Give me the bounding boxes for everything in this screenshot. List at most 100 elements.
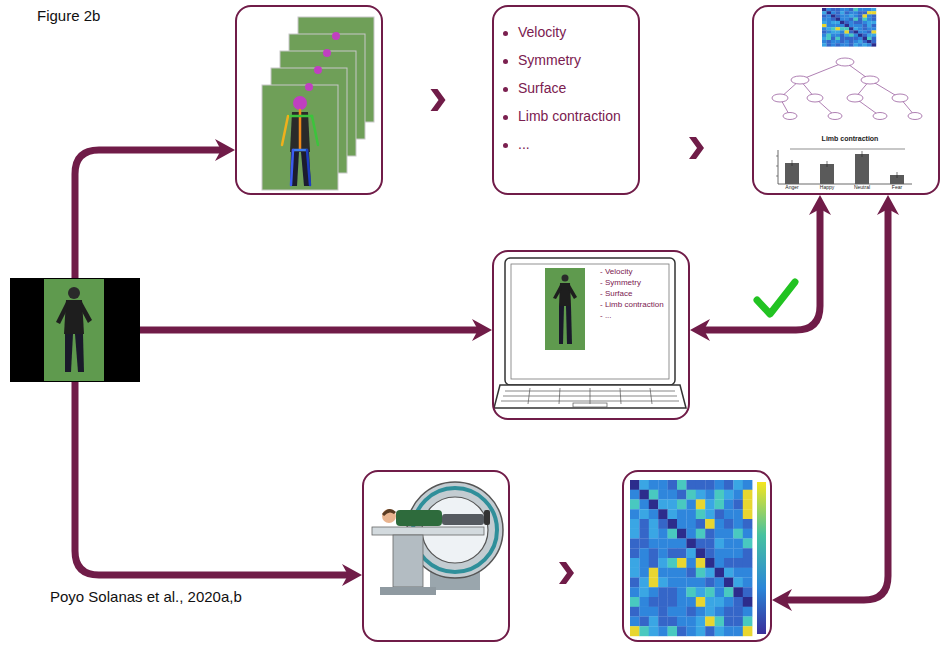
matrix-cell <box>686 558 696 568</box>
figure-label: Figure 2b <box>37 8 100 25</box>
matrix-cell <box>630 519 640 529</box>
matrix-cell <box>840 14 845 17</box>
matrix-cell <box>822 14 827 17</box>
matrix-cell <box>724 519 734 529</box>
matrix-cell <box>649 548 659 558</box>
matrix-cell <box>854 11 859 14</box>
matrix-cell <box>658 539 668 549</box>
matrix-cell <box>686 617 696 627</box>
matrix-cell <box>863 18 868 21</box>
matrix-cell <box>677 578 687 588</box>
node-text: - Velocity <box>600 268 632 277</box>
matrix-cell <box>630 480 640 490</box>
matrix-cell <box>840 8 845 11</box>
matrix-cell <box>696 529 706 539</box>
matrix-cell <box>858 21 863 24</box>
matrix-cell <box>836 43 841 46</box>
matrix-cell <box>668 548 678 558</box>
matrix-cell <box>630 568 640 578</box>
matrix-cell <box>827 40 832 43</box>
matrix-cell <box>845 34 850 37</box>
matrix-cell <box>715 607 725 617</box>
matrix-cell <box>658 558 668 568</box>
connector <box>559 562 574 584</box>
matrix-cell <box>863 40 868 43</box>
matrix-cell <box>836 14 841 17</box>
matrix-cell <box>630 500 640 510</box>
matrix-cell <box>849 43 854 46</box>
matrix-cell <box>686 529 696 539</box>
matrix-cell <box>724 568 734 578</box>
matrix-cell <box>658 617 668 627</box>
matrix-cell <box>696 607 706 617</box>
matrix-cell <box>743 548 753 558</box>
matrix-cell <box>658 509 668 519</box>
matrix-cell <box>630 529 640 539</box>
matrix-cell <box>867 43 872 46</box>
matrix-cell <box>715 578 725 588</box>
matrix-cell <box>836 18 841 21</box>
arrow-head <box>877 195 899 215</box>
matrix-cell <box>677 597 687 607</box>
matrix-cell <box>668 519 678 529</box>
matrix-cell <box>715 597 725 607</box>
arrow-head <box>215 139 235 161</box>
matrix-cell <box>677 558 687 568</box>
matrix-cell <box>696 558 706 568</box>
matrix-cell <box>724 539 734 549</box>
matrix-cell <box>845 30 850 33</box>
matrix-cell <box>872 11 877 14</box>
matrix-cell <box>858 43 863 46</box>
matrix-cell <box>649 597 659 607</box>
matrix-cell <box>658 548 668 558</box>
matrix-cell <box>686 539 696 549</box>
matrix-cell <box>668 490 678 500</box>
matrix-cell <box>733 597 743 607</box>
matrix-cell <box>849 11 854 14</box>
matrix-cell <box>686 597 696 607</box>
matrix-cell <box>822 37 827 40</box>
matrix-cell <box>696 587 706 597</box>
matrix-cell <box>831 21 836 24</box>
matrix-cell <box>831 40 836 43</box>
matrix-cell <box>827 18 832 21</box>
arrow-head <box>342 564 362 586</box>
matrix-box <box>622 470 772 642</box>
matrix-cell <box>705 597 715 607</box>
matrix-cell <box>715 548 725 558</box>
matrix-cell <box>840 24 845 27</box>
matrix-cell <box>840 18 845 21</box>
matrix-cell <box>715 519 725 529</box>
matrix-cell <box>696 509 706 519</box>
matrix-cell <box>863 30 868 33</box>
matrix-cell <box>863 34 868 37</box>
matrix-cell <box>686 480 696 490</box>
connector <box>431 89 446 111</box>
matrix-cell <box>668 500 678 510</box>
matrix-cell <box>840 40 845 43</box>
matrix-cell <box>743 480 753 490</box>
matrix-cell <box>639 480 649 490</box>
bullet-dot <box>503 115 508 120</box>
feature-list-box: VelocitySymmetrySurfaceLimb contraction.… <box>492 5 640 195</box>
matrix-cell <box>724 548 734 558</box>
matrix-cell <box>677 626 687 636</box>
matrix-cell <box>639 509 649 519</box>
matrix-cell <box>849 24 854 27</box>
matrix-cell <box>668 626 678 636</box>
matrix-cell <box>715 626 725 636</box>
matrix-cell <box>867 34 872 37</box>
matrix-cell <box>733 587 743 597</box>
matrix-cell <box>872 14 877 17</box>
matrix-cell <box>733 500 743 510</box>
matrix-cell <box>822 40 827 43</box>
matrix-cell <box>836 24 841 27</box>
matrix-cell <box>845 18 850 21</box>
matrix-cell <box>854 40 859 43</box>
matrix-cell <box>854 18 859 21</box>
node-text: - Surface <box>600 290 632 299</box>
matrix-cell <box>677 587 687 597</box>
matrix-cell <box>630 626 640 636</box>
matrix-cell <box>831 43 836 46</box>
